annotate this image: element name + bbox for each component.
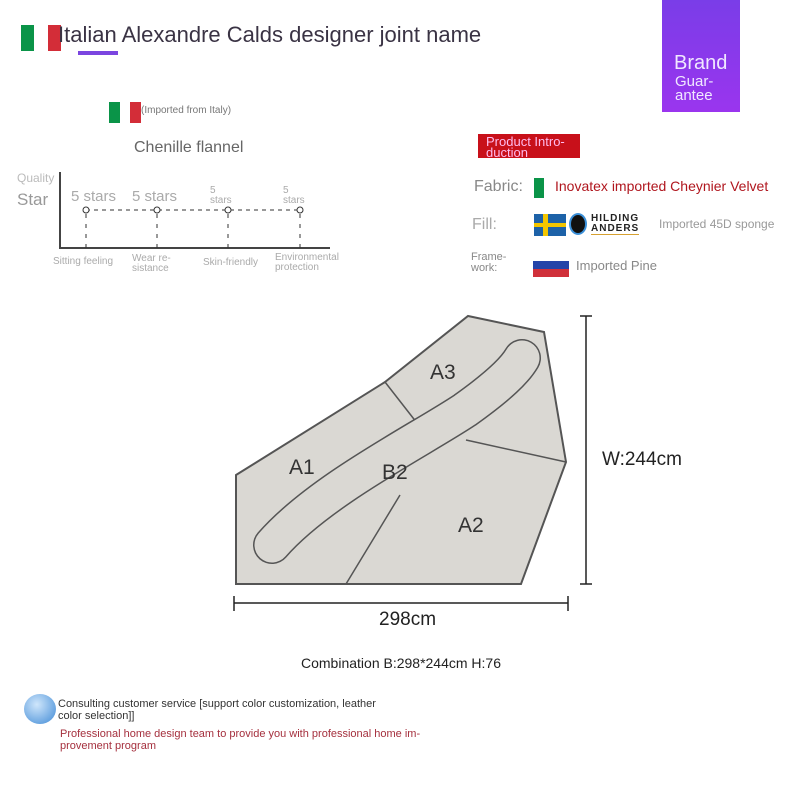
category-label: Skin-friendly <box>203 257 259 268</box>
rating-value: 5 stars <box>132 188 178 205</box>
seat-label-a1: A1 <box>289 456 315 479</box>
rating-point <box>224 206 232 214</box>
rating-point <box>296 206 304 214</box>
seat-label-a3: A3 <box>430 361 456 384</box>
badge-line1: Product Intro- <box>486 134 565 149</box>
brand-line2: ANDERS <box>591 222 640 234</box>
star-label: Star <box>17 190 49 209</box>
category-label: Sitting feeling <box>53 256 114 267</box>
rating-point <box>153 206 161 214</box>
italy-flag-small-icon <box>109 102 141 123</box>
rating-value: 5 stars <box>71 188 117 205</box>
fill-value: Imported 45D sponge <box>659 217 775 231</box>
title-underline <box>78 51 118 55</box>
sweden-flag-icon <box>534 214 566 236</box>
guarantee-line2: antee <box>675 87 713 104</box>
seat-label-a2: A2 <box>458 514 484 537</box>
category-line1: Environmental <box>275 252 339 263</box>
b2-chaise <box>254 340 540 563</box>
page-title: Italian Alexandre Calds designer joint n… <box>58 22 482 47</box>
combination-label: Combination B:298*244cm H:76 <box>301 655 502 671</box>
seat-divider <box>465 439 567 463</box>
italy-flag-icon <box>21 25 61 51</box>
guarantee-text: Guar-antee <box>675 73 714 104</box>
team-line2: provement program <box>60 740 156 752</box>
width-label: W:244cm <box>602 449 682 470</box>
seat-label-b2: B2 <box>382 461 408 484</box>
rating-point <box>82 206 90 214</box>
brand-text: Brand <box>674 52 728 74</box>
rating-number: 5 <box>283 185 289 196</box>
hilding-emblem-icon <box>569 213 587 235</box>
guarantee-line1: Guar- <box>675 73 714 90</box>
fabric-label: Fabric: <box>474 178 523 195</box>
brand-guarantee-badge: Brand Guar-antee <box>662 0 740 112</box>
russia-flag-icon <box>533 259 569 277</box>
framework-value: Imported Pine <box>576 258 657 273</box>
seat-divider <box>345 494 401 585</box>
service-line1: Consulting customer service [support col… <box>58 698 376 710</box>
service-text: Consulting customer service [support col… <box>58 698 376 722</box>
sofa-layout-diagram <box>233 314 592 611</box>
category-line1: Wear re- <box>132 253 171 264</box>
badge-line2: duction <box>486 145 528 160</box>
category-label: Wear re-sistance <box>132 254 171 274</box>
fabric-value: Inovatex imported Cheynier Velvet <box>555 178 769 194</box>
team-line1: Professional home design team to provide… <box>60 728 421 740</box>
framework-line2: work: <box>471 262 498 274</box>
italy-flag-icon <box>534 178 544 198</box>
material-label: Chenille flannel <box>134 139 244 156</box>
import-note: (Imported from Italy) <box>141 105 232 116</box>
rating-unit: stars <box>210 195 232 206</box>
team-text: Professional home design team to provide… <box>60 728 420 752</box>
length-label: 298cm <box>379 609 437 630</box>
rating-number: 5 <box>210 185 216 196</box>
category-line2: sistance <box>132 263 169 274</box>
framework-line1: Frame- <box>471 251 507 263</box>
customer-service-icon[interactable] <box>24 694 56 724</box>
service-line2: color selection]] <box>58 710 135 722</box>
framework-label: Frame-work: <box>471 252 506 274</box>
quality-chart <box>59 172 330 249</box>
product-introduction-badge: Product Intro-duction <box>478 134 580 160</box>
rating-unit: stars <box>283 195 305 206</box>
quality-label: Quality <box>17 171 55 185</box>
brand-line1: HILDING <box>591 212 640 224</box>
category-line2: protection <box>275 262 319 273</box>
fill-label: Fill: <box>472 216 497 233</box>
